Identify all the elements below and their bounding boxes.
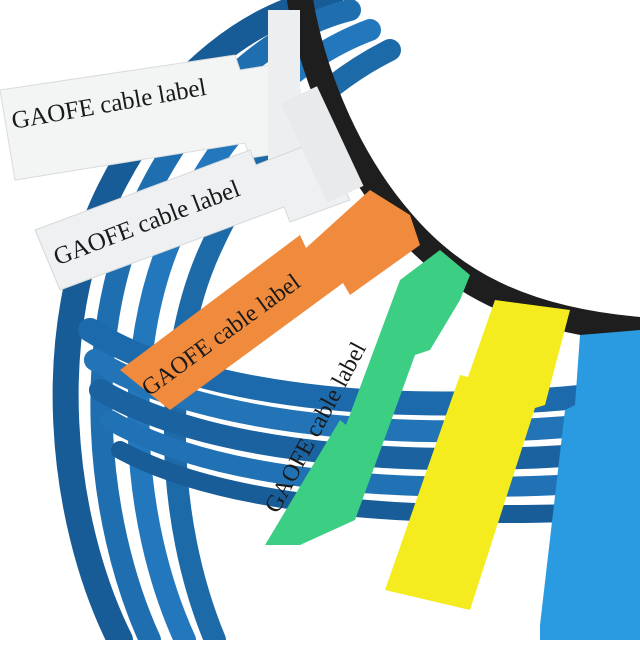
cable-label-white-2 xyxy=(34,86,364,291)
cable-label-white-1 xyxy=(0,10,301,181)
cable-label-orange xyxy=(120,190,420,410)
cable-label-yellow xyxy=(385,300,570,610)
cable-label-green xyxy=(265,250,470,545)
cable-label-blue xyxy=(540,330,640,640)
